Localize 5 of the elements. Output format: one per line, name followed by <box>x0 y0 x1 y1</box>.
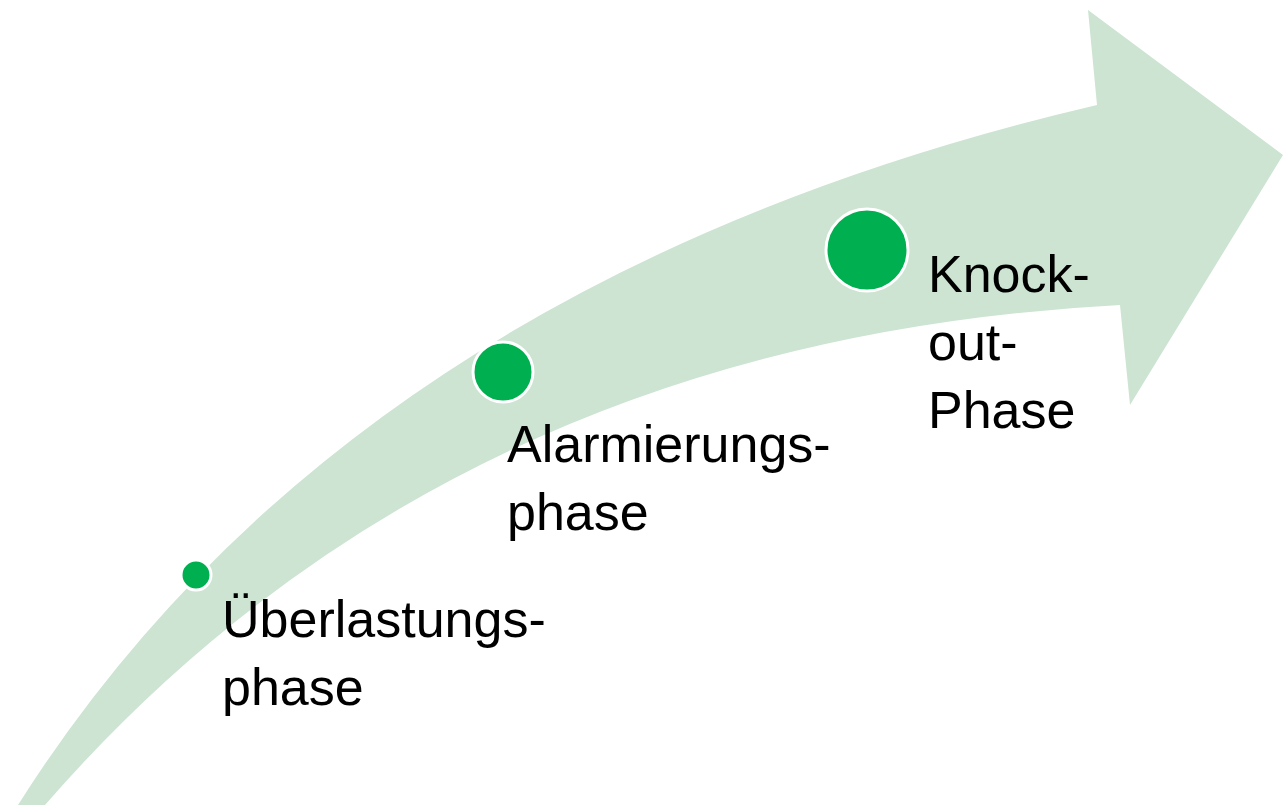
phase-label: Alarmierungs- phase <box>507 414 832 543</box>
phase-label: Knock- out- Phase <box>928 244 1091 441</box>
phase-dot <box>470 339 536 405</box>
phase-label: Überlastungs- phase <box>222 589 547 718</box>
phase-dot <box>823 206 911 294</box>
